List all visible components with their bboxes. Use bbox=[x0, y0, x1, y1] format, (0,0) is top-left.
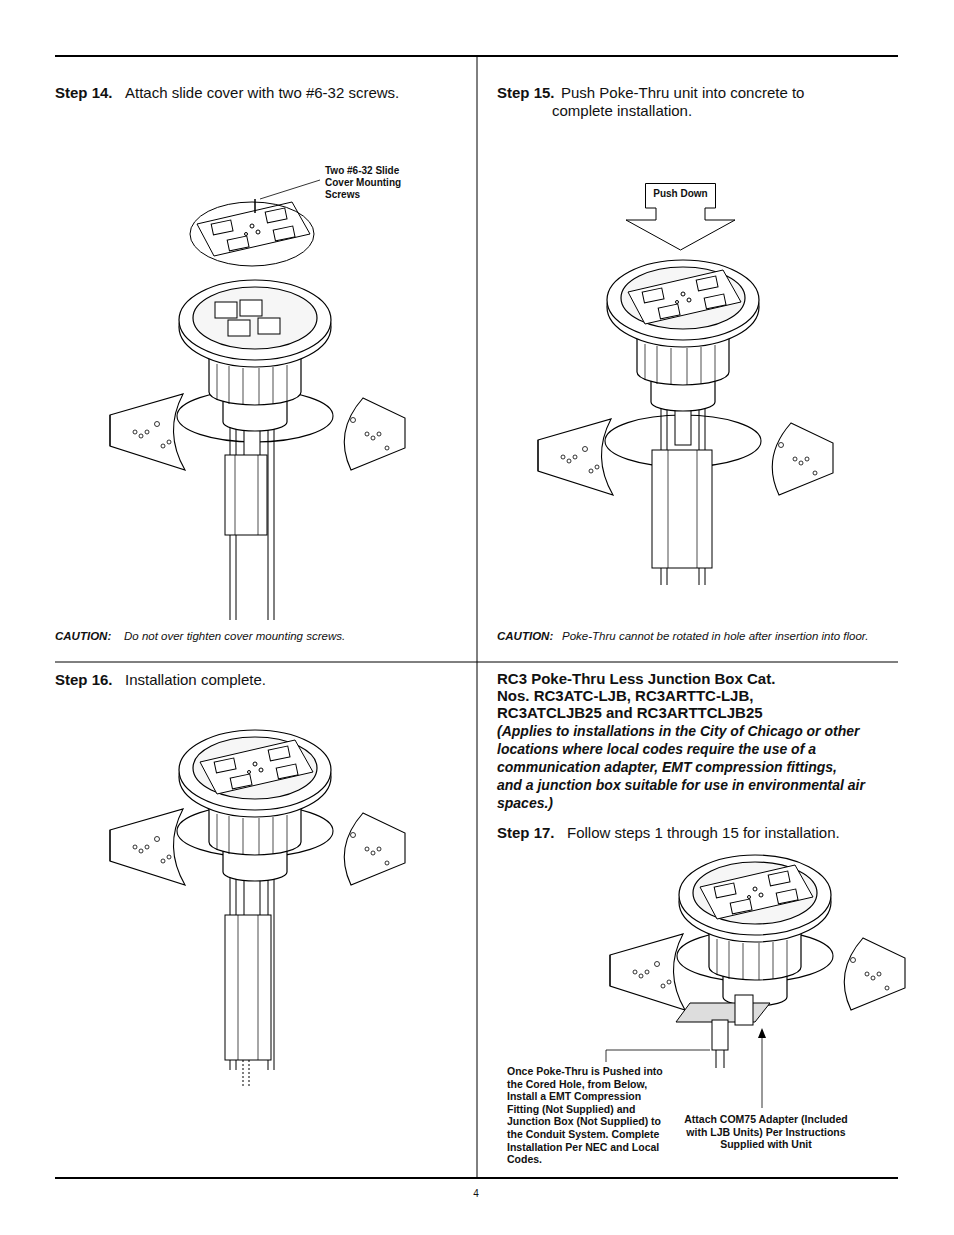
step16-illustration bbox=[110, 730, 405, 1088]
page-text: Follow steps 1 through 15 for installati… bbox=[567, 824, 840, 842]
page-text: Two #6-32 Slide Cover Mounting Screws bbox=[325, 165, 417, 201]
page-rules bbox=[55, 56, 898, 1178]
page-text: Step 17. bbox=[497, 824, 555, 842]
arrow-label: Push Down bbox=[645, 183, 716, 200]
page-text: Installation complete. bbox=[125, 671, 266, 689]
page-text: 4 bbox=[464, 1188, 488, 1200]
page-text: (Applies to installations in the City of… bbox=[497, 722, 865, 812]
page-text: Poke-Thru cannot be rotated in hole afte… bbox=[562, 629, 868, 643]
page-text: Attach COM75 Adapter (Included with LJB … bbox=[680, 1113, 852, 1151]
page-text: Step 16. bbox=[55, 671, 113, 689]
arrow-shape bbox=[626, 184, 735, 251]
page-text: Step 15. bbox=[497, 84, 555, 102]
page-text: Once Poke-Thru is Pushed into the Cored … bbox=[507, 1065, 667, 1166]
page-text: Attach slide cover with two #6-32 screws… bbox=[125, 84, 399, 102]
page-text: RC3 Poke-Thru Less Junction Box Cat. Nos… bbox=[497, 670, 809, 721]
page-text: CAUTION: bbox=[497, 629, 553, 643]
page-text: Push Poke-Thru unit into concrete to com… bbox=[552, 84, 842, 120]
step14-illustration bbox=[110, 180, 405, 620]
push-arrow-box: Push Down bbox=[645, 183, 716, 251]
page-text: Do not over tighten cover mounting screw… bbox=[124, 629, 345, 643]
page-text: CAUTION: bbox=[55, 629, 111, 643]
page-text: Step 14. bbox=[55, 84, 113, 102]
step15-illustration bbox=[538, 260, 833, 585]
